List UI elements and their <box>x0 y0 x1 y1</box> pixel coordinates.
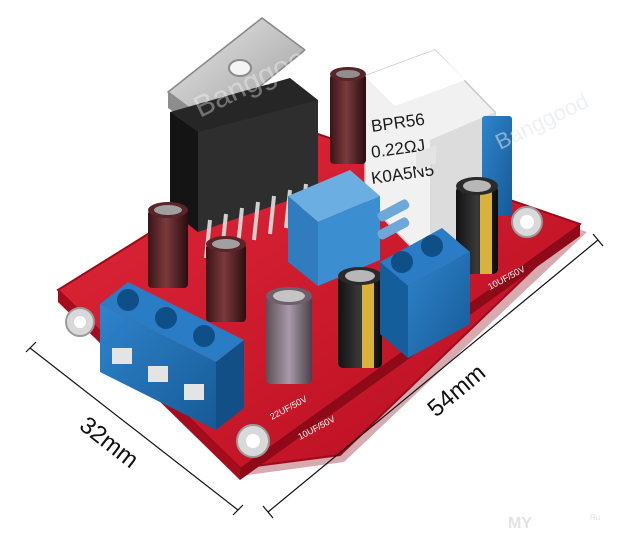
mounting-hole <box>236 424 270 458</box>
corner-mark-suffix: Ru <box>590 513 600 522</box>
mounting-hole <box>65 307 95 337</box>
film-capacitor-box <box>288 170 380 286</box>
dimension-depth-label: 32mm <box>74 411 143 473</box>
dimension-line-depth <box>25 341 244 516</box>
dimension-line-width <box>262 233 604 519</box>
mounting-hole <box>511 206 543 238</box>
corner-mark: MY <box>508 515 532 532</box>
electrolytic-capacitor <box>206 236 246 322</box>
electrolytic-capacitor <box>148 202 188 288</box>
terminal-block-2pin <box>380 145 470 358</box>
electrolytic-capacitor <box>338 267 382 368</box>
small-resistors <box>377 199 410 240</box>
terminal-block-3pin <box>100 282 244 430</box>
electrolytic-capacitor <box>330 67 366 164</box>
electrolytic-capacitor <box>266 287 312 384</box>
